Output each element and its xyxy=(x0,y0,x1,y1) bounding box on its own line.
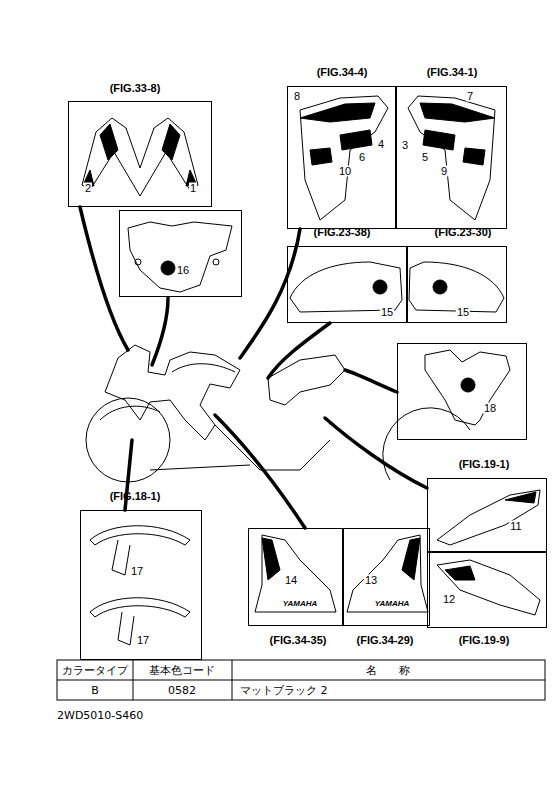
table-cell: カラータイプ xyxy=(62,665,128,676)
figure-panel: 16 xyxy=(119,210,242,297)
leader-line xyxy=(325,418,427,488)
callout-number: 6 xyxy=(358,152,366,163)
figure-panel: (FIG.23-30)15 xyxy=(407,246,507,323)
callout-number: 5 xyxy=(421,152,429,163)
figure-heading: (FIG.23-38) xyxy=(314,227,371,238)
figure-panel: (FIG.34-4)84610 xyxy=(287,86,396,229)
callout-number: 17 xyxy=(130,566,144,577)
decal-text: YAMAHA xyxy=(374,600,411,608)
callout-number: 16 xyxy=(176,265,190,276)
callout-number: 2 xyxy=(84,183,92,194)
callout-number: 17 xyxy=(136,635,150,646)
figure-heading: (FIG.34-4) xyxy=(317,67,368,78)
figure-panel: (FIG.34-1)7359 xyxy=(396,86,507,229)
callout-number: 14 xyxy=(284,575,298,586)
figure-panel: (FIG.33-8)21 xyxy=(68,101,212,207)
callout-number: 15 xyxy=(380,307,394,318)
motorcycle-outline xyxy=(86,345,470,482)
callout-number: 11 xyxy=(509,521,522,532)
figure-heading: (FIG.34-1) xyxy=(427,67,478,78)
callout-number: 9 xyxy=(440,166,448,177)
callout-number: 8 xyxy=(293,91,301,102)
figure-heading: (FIG.23-30) xyxy=(435,227,492,238)
figure-panel: (FIG.18-1)1717 xyxy=(80,510,202,660)
table-cell: 名 称 xyxy=(366,665,410,676)
table-cell: 基本色コード xyxy=(149,665,215,676)
table-grid xyxy=(57,660,545,700)
table-cell: 0582 xyxy=(168,685,196,696)
leader-line xyxy=(268,323,330,378)
leader-line xyxy=(152,298,168,365)
figure-heading: (FIG.34-29) xyxy=(357,635,414,646)
decal-text: YAMAHA xyxy=(282,600,319,608)
figure-panel: 12(FIG.19-9) xyxy=(427,552,547,628)
figure-heading: (FIG.18-1) xyxy=(110,491,161,502)
callout-number: 12 xyxy=(442,594,456,605)
callout-number: 13 xyxy=(364,575,378,586)
figure-heading: (FIG.33-8) xyxy=(110,83,161,94)
figure-panel: (FIG.23-38)15 xyxy=(287,246,407,323)
drawing-code: 2WD5010-S460 xyxy=(57,710,143,721)
figure-panel: 13YAMAHA(FIG.34-29) xyxy=(343,528,430,626)
callout-number: 3 xyxy=(401,140,409,151)
callout-number: 4 xyxy=(377,139,385,150)
figure-panel: (FIG.19-1)11 xyxy=(427,478,547,552)
table-cell: B xyxy=(91,685,99,696)
leader-line xyxy=(215,415,305,528)
leader-line xyxy=(80,207,128,350)
figure-panel: 18 xyxy=(397,343,527,440)
leader-line xyxy=(240,229,300,358)
figure-heading: (FIG.19-1) xyxy=(459,459,510,470)
figure-heading: (FIG.19-9) xyxy=(459,635,510,646)
callout-number: 10 xyxy=(338,166,352,177)
table-cell: マットブラック 2 xyxy=(240,685,328,696)
figure-panel: 14YAMAHA(FIG.34-35) xyxy=(248,528,343,626)
figure-heading: (FIG.34-35) xyxy=(270,635,327,646)
leader-line xyxy=(345,370,397,392)
callout-number: 7 xyxy=(466,91,474,102)
callout-number: 15 xyxy=(456,307,470,318)
callout-number: 1 xyxy=(189,183,197,194)
callout-number: 18 xyxy=(483,403,497,414)
